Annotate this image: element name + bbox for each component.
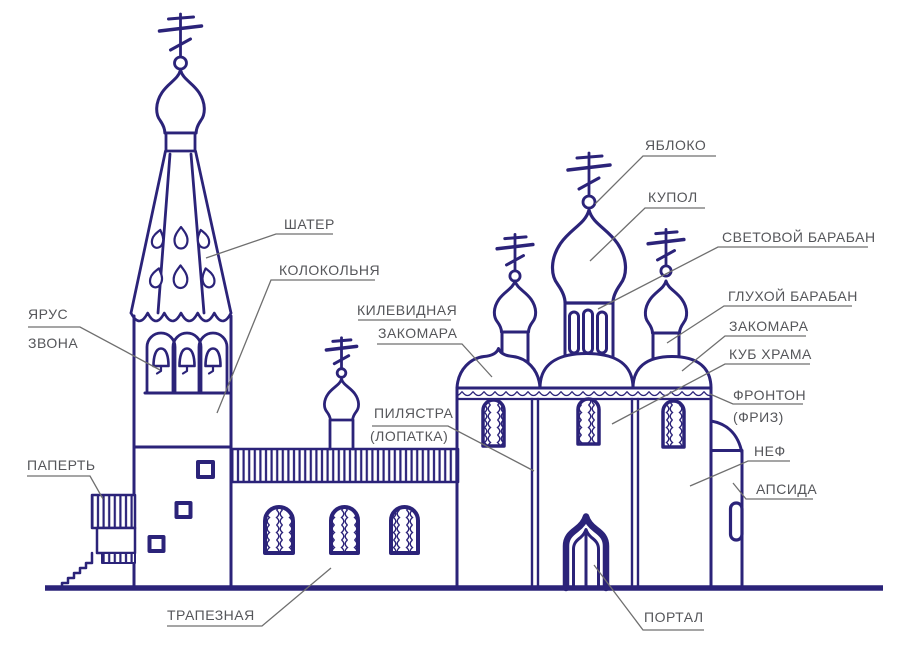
- apse: [709, 419, 744, 588]
- label-yarus-zvona-line1: ЯРУС: [28, 306, 69, 322]
- label-nef: НЕФ: [754, 443, 786, 459]
- bell-tower-small-drum: [164, 131, 197, 153]
- left-cross-icon: [495, 232, 535, 283]
- church-windows: [481, 397, 686, 449]
- apsida-leader: [732, 482, 813, 500]
- label-kupol: КУПОЛ: [648, 189, 698, 205]
- label-zakomara: ЗАКОМАРА: [729, 318, 809, 334]
- right-cross-icon: [646, 227, 686, 278]
- frieze-band: [455, 386, 713, 401]
- yabloko-leader: [594, 155, 716, 205]
- tent-roof: [129, 149, 233, 315]
- label-papert: ПАПЕРТЬ: [27, 457, 96, 473]
- label-trapeznaya: ТРАПЕЗНАЯ: [167, 607, 255, 623]
- label-svetovoy-baraban: СВЕТОВОЙ БАРАБАН: [722, 229, 876, 245]
- porch-lower-band: [101, 552, 136, 564]
- apse-slit-window: [728, 501, 744, 542]
- bell-tower-onion-dome: [155, 69, 206, 134]
- label-portal: ПОРТАЛ: [644, 609, 704, 625]
- label-yarus-zvona-line2: ЗВОНА: [28, 335, 79, 351]
- refectory-dome-drum: [328, 418, 355, 451]
- label-kilevidnaya-zakomara-line2: ЗАКОМАРА: [378, 325, 458, 341]
- kub-khrama-leader: [611, 363, 810, 425]
- light-drum-windows: [568, 308, 608, 355]
- bell-icon: [178, 347, 196, 375]
- nef-leader: [689, 460, 790, 487]
- label-shater: ШАТЕР: [284, 216, 335, 232]
- label-kilevidnaya-zakomara-line1: КИЛЕВИДНАЯ: [357, 302, 458, 318]
- central-onion-dome: [551, 208, 627, 305]
- svetovoy-baraban-leader: [597, 246, 868, 310]
- label-pilyastra-line2: (ЛОПАТКА): [370, 428, 449, 444]
- bell-tower-cross-icon: [157, 12, 204, 71]
- label-glukhoy-baraban: ГЛУХОЙ БАРАБАН: [728, 288, 858, 304]
- label-apsida: АПСИДА: [756, 481, 818, 497]
- porch-gallery: [95, 526, 137, 555]
- label-kub-khrama: КУБ ХРАМА: [729, 346, 812, 362]
- refectory-dome: [323, 336, 360, 451]
- porch: [60, 493, 137, 590]
- refectory-roof: [229, 447, 460, 484]
- porch-roof: [90, 493, 137, 530]
- central-cross-icon: [566, 151, 612, 210]
- kilevidnaya-zakomara-leader: [377, 343, 493, 378]
- label-yabloko: ЯБЛОКО: [645, 137, 707, 153]
- right-zakomara: [631, 355, 713, 390]
- pilasters: [530, 397, 640, 588]
- tower-base-windows: [147, 460, 215, 553]
- pilyastra-leader: [372, 425, 535, 472]
- refectory-onion-dome: [323, 378, 360, 421]
- bell-icon: [152, 347, 170, 375]
- zakomara-leader: [681, 335, 806, 372]
- light-drum: [563, 301, 615, 361]
- central-zakomara: [538, 352, 635, 390]
- papert-leader: [27, 475, 104, 500]
- refectory-cross-icon: [325, 336, 358, 379]
- porch-stairs: [60, 551, 94, 590]
- leader-lines: [27, 155, 868, 631]
- yarus-zvona-leader: [28, 326, 161, 371]
- label-fronton-line1: ФРОНТОН: [733, 387, 807, 403]
- kolokolnya-leader: [216, 279, 375, 414]
- portal-doorway: [562, 513, 610, 592]
- portal-leader: [593, 564, 704, 631]
- trapeznaya-leader: [167, 567, 332, 627]
- main-church: [455, 151, 744, 592]
- glukhoy-baraban-leader: [666, 305, 852, 344]
- bell-tower: [129, 12, 233, 590]
- left-onion-dome: [493, 280, 537, 333]
- keel-zakomara: [455, 347, 542, 390]
- refectory: [229, 336, 460, 555]
- label-fronton-line2: (ФРИЗ): [733, 409, 784, 425]
- tent-dormers: [147, 225, 217, 290]
- refectory-windows: [263, 505, 420, 555]
- label-pilyastra-line1: ПИЛЯСТРА: [374, 405, 454, 421]
- fronton-leader: [709, 393, 803, 405]
- right-onion-dome: [644, 280, 688, 334]
- bell-tier-arcade: [143, 331, 231, 395]
- kupol-leader: [589, 207, 705, 262]
- label-kolokolnya: КОЛОКОЛЬНЯ: [279, 262, 381, 278]
- tower-scallop-cornice: [129, 311, 233, 323]
- shater-leader: [205, 233, 333, 259]
- bell-icon: [204, 347, 222, 375]
